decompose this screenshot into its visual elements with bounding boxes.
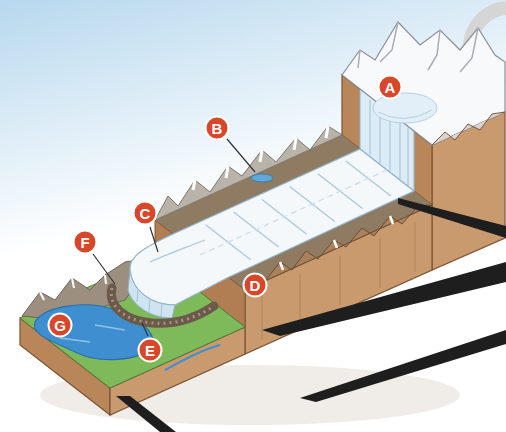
glacier-ice [200,170,387,255]
callout-circle [134,202,157,225]
leader-line [93,254,115,284]
callout-letter: C [132,200,158,226]
glacier-ice [128,270,175,318]
callout-letter: B [204,115,230,141]
middle-block [251,174,273,182]
leader-line [93,139,255,336]
callout-circle [49,314,72,337]
callout-circle [206,117,229,140]
lower-block [165,345,220,370]
callout-text: F [80,235,89,250]
leader-line [227,139,255,172]
glacier-ice [206,161,391,260]
terminal-moraine [111,288,214,323]
callout-text: E [145,343,155,358]
watermark-strokes [262,262,506,336]
glacier-ice [128,149,414,318]
callout-text: C [140,206,151,221]
callout-text: D [250,278,261,293]
callout-letter: A [377,74,403,100]
callout-circle [139,339,162,362]
upper-block [358,22,478,72]
callout-text: B [212,121,223,136]
lower-block [34,305,152,360]
glacier-ice [130,149,414,305]
upper-block [378,110,432,119]
leader-line [150,227,158,252]
glacier-ice [137,290,162,316]
watermark-strokes [116,396,176,432]
lower-block [40,275,106,300]
watermark-strokes [116,198,506,432]
watermark-strokes [300,330,506,402]
callout-circle [379,76,402,99]
terminal-moraine [111,288,214,323]
leader-line [142,323,148,336]
terminal-moraine [111,288,214,323]
callout-letter: F [72,229,98,255]
callout-text: G [54,318,66,333]
callout-circle [74,231,97,254]
callout-circle [244,274,267,297]
callout-letter: E [137,337,163,363]
upper-block [342,22,505,145]
upper-block [432,112,505,270]
callout-letter: D [242,272,268,298]
callout-text: A [385,80,396,95]
watermark-strokes [398,198,506,238]
callout-letter: G [47,312,73,338]
upper-block [432,112,505,145]
upper-block [373,93,437,123]
